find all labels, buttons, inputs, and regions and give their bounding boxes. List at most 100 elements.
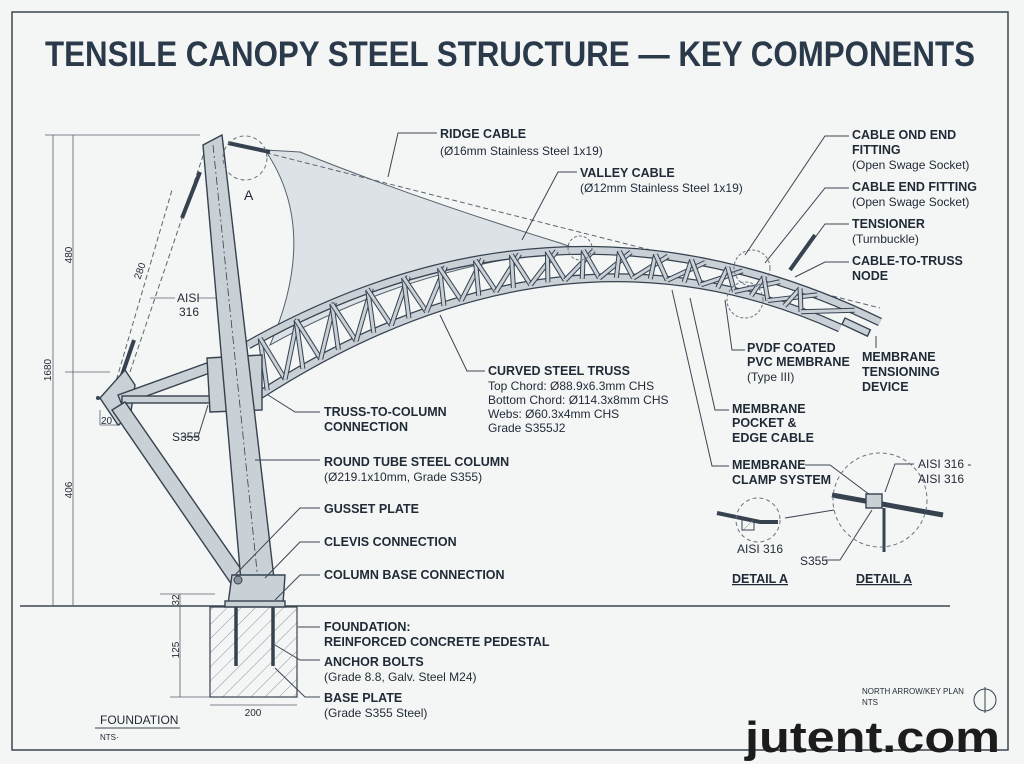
label-anchor: ANCHOR BOLTS [324,655,424,669]
dim-20: 20 [101,416,113,427]
label-north-nts: NTS [862,698,878,707]
truss-web-member [580,250,585,279]
label-foundation-nts: NTS· [100,733,119,742]
label-pvdf-2: PVC MEMBRANE [747,355,850,369]
truss-web-member [366,288,393,327]
label-cable-truss-2: NODE [852,269,888,283]
truss-web-member [438,267,446,307]
label-s355: S355 [172,430,200,444]
label-clevis: CLEVIS CONNECTION [324,535,457,549]
ridge-end-fitting [227,141,271,154]
dim-406: 406 [64,481,75,498]
back-stay-lower-fitting [120,339,136,376]
dim-480: 480 [64,246,75,263]
truss-web-member [258,337,287,381]
label-tensioner: TENSIONER [852,217,925,231]
membrane-tensioning-device [841,317,872,338]
label-pocket-2: POCKET & [732,416,797,430]
label-cable-ond-end-spec: (Open Swage Socket) [852,158,969,172]
page-title: TENSILE CANOPY STEEL STRUCTURE — KEY COM… [45,35,975,74]
label-truss-grade: Grade S355J2 [488,421,566,435]
truss-web-member [618,250,635,279]
truss-web-member [330,302,358,342]
detail-a-left [716,497,781,543]
label-aisi-num: 316 [179,305,199,319]
label-clamp-2: CLAMP SYSTEM [732,473,831,487]
label-pocket-3: EDGE CABLE [732,431,814,445]
label-ttc: TRUSS-TO-COLUMN [324,405,447,419]
label-valley-cable: VALLEY CABLE [580,166,675,180]
label-foundation-2: REINFORCED CONCRETE PEDESTAL [324,635,550,649]
truss-web-member [749,275,766,297]
label-aisi: AISI [177,291,200,305]
label-clamp: MEMBRANE [732,458,806,472]
label-cable-ond-end: CABLE OND END [852,128,956,142]
label-base-plate-spec: (Grade S355 Steel) [324,706,427,720]
label-mtd: MEMBRANE [862,350,936,364]
truss-web-member [690,259,703,286]
truss-web-member [402,276,428,313]
label-pvdf: PVDF COATED [747,341,836,355]
labels: RIDGE CABLE (Ø16mm Stainless Steel 1x19)… [100,127,977,742]
truss-web-member [545,251,550,283]
label-truss-top: Top Chord: Ø88.9x6.3mm CHS [488,379,654,393]
detail-a-right [831,452,944,552]
leader-lines [95,132,914,729]
truss-web-member [726,266,736,292]
truss-web-member [598,250,632,280]
label-detail-marker: A [244,187,254,203]
label-pvdf-spec: (Type III) [747,370,794,384]
truss-web-member [473,260,481,296]
label-detail-aisi-left: AISI 316 [737,542,783,556]
label-foundation-title: FOUNDATION [100,713,178,727]
truss-web-member [510,254,532,286]
watermark: jutent.com [744,713,1000,762]
label-ttc-2: CONNECTION [324,420,408,434]
truss-web-member [294,319,322,360]
label-cable-end-fitting-spec: (Open Swage Socket) [852,195,969,209]
label-detail-a-left: DETAIL A [732,572,788,586]
label-cable-ond-end-2: FITTING [852,143,901,157]
base-plate [224,600,286,608]
clevis-pin-icon [233,575,243,585]
label-truss-bottom: Bottom Chord: Ø114.3x8mm CHS [488,393,669,407]
dim-1680: 1680 [43,358,54,381]
label-cable-truss: CABLE-TO-TRUSS [852,254,963,268]
truss-web-member [474,259,498,293]
column-centerline [212,144,261,601]
label-column-base: COLUMN BASE CONNECTION [324,568,505,582]
truss-web-member [716,266,730,289]
back-stay-turnbuckle [180,171,202,219]
label-foundation: FOUNDATION: [324,620,411,634]
label-detail-a-right: DETAIL A [856,572,912,586]
label-north-arrow: NORTH ARROW/KEY PLAN [862,687,964,696]
label-truss-webs: Webs: Ø60.3x4mm CHS [488,407,619,421]
tensioner-turnbuckle [788,233,817,272]
label-gusset: GUSSET PLATE [324,502,419,516]
label-ridge-cable: RIDGE CABLE [440,127,526,141]
truss-web-member [294,319,305,370]
label-anchor-spec: (Grade 8.8, Galv. Steel M24) [324,670,477,684]
top-chord-fill [246,247,882,348]
truss-web-member [582,249,601,279]
dim-32: 32 [171,594,182,606]
label-base-plate: BASE PLATE [324,691,402,705]
detail-a-marker [222,135,268,181]
truss-web-member [654,253,669,281]
truss-web-member [258,338,269,391]
truss-webs [257,248,855,391]
dim-200: 200 [245,708,262,719]
lower-strut [121,395,219,404]
label-truss: CURVED STEEL TRUSS [488,364,630,378]
cable-truss-node-marker [567,235,593,261]
membrane-marker [726,281,764,319]
end-fitting-marker [733,249,771,287]
concrete-pedestal [209,606,298,698]
label-valley-cable-spec: (Ø12mm Stainless Steel 1x19) [580,181,743,195]
label-ridge-cable-spec: (Ø16mm Stainless Steel 1x19) [440,144,603,158]
truss-web-member [798,288,803,312]
truss-web-member [438,267,463,302]
truss-web-member [800,308,855,314]
stay-apex-icon [96,396,100,400]
